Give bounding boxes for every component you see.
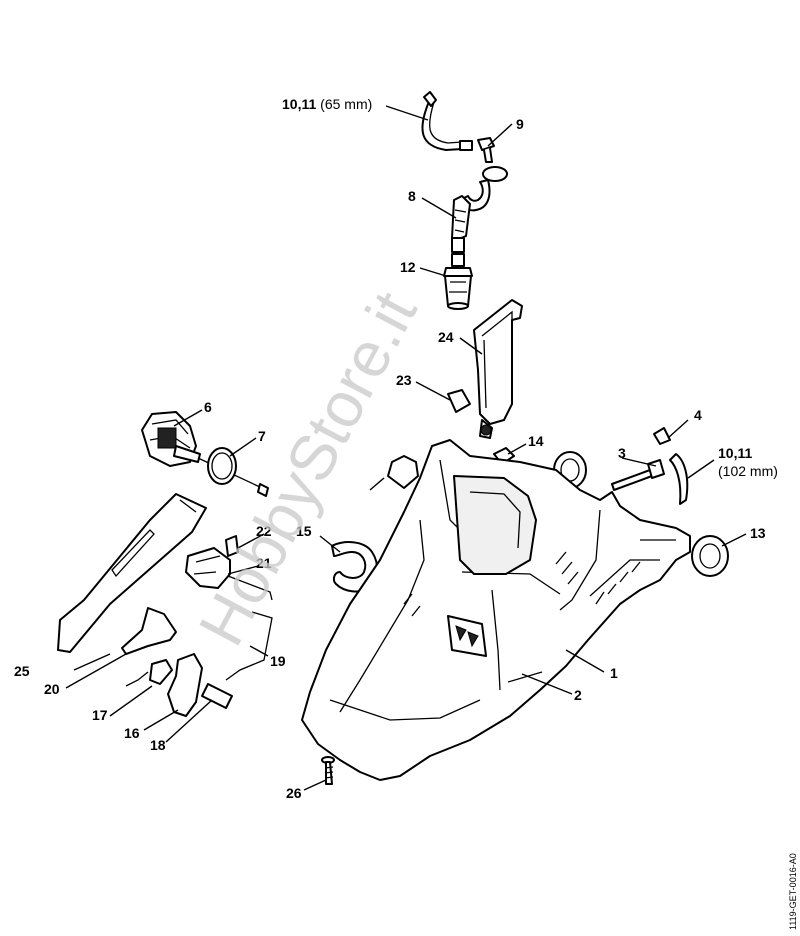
callout-25: 25 bbox=[14, 663, 30, 679]
fuel-filter bbox=[443, 253, 473, 310]
drawing-code: 1119-GET-0016-A0 bbox=[788, 853, 798, 930]
callout-10-11-right-length: (102 mm) bbox=[718, 463, 778, 479]
callout-12: 12 bbox=[400, 259, 416, 275]
callout-24: 24 bbox=[438, 329, 454, 345]
leader-lines bbox=[65, 105, 747, 791]
callout-3: 3 bbox=[618, 445, 626, 461]
callout-22: 22 bbox=[256, 523, 272, 539]
vent-bracket bbox=[447, 299, 523, 439]
callout-17: 17 bbox=[92, 707, 108, 723]
callout-labels: 10,11 (65 mm) 9 8 12 24 23 6 7 14 3 4 10… bbox=[14, 96, 778, 801]
fuel-hose-65mm bbox=[421, 91, 473, 151]
callout-8: 8 bbox=[408, 188, 416, 204]
callout-20: 20 bbox=[44, 681, 60, 697]
screw-26 bbox=[321, 756, 335, 785]
handle-molding bbox=[57, 493, 207, 653]
valve-assembly bbox=[141, 411, 269, 497]
callout-15: 15 bbox=[296, 523, 312, 539]
callout-9: 9 bbox=[516, 116, 524, 132]
callout-21: 21 bbox=[256, 555, 272, 571]
fitting bbox=[477, 137, 495, 163]
callout-10-11-top: 10,11 (65 mm) bbox=[282, 96, 372, 112]
callout-13: 13 bbox=[750, 525, 766, 541]
callout-14: 14 bbox=[528, 433, 544, 449]
fuel-hose-102mm bbox=[653, 427, 689, 505]
callout-10-11-right: 10,11 bbox=[718, 445, 752, 461]
callout-2: 2 bbox=[574, 687, 582, 703]
callout-1: 1 bbox=[610, 665, 618, 681]
tank-housing bbox=[301, 439, 691, 781]
callout-16: 16 bbox=[124, 725, 140, 741]
callout-26: 26 bbox=[286, 785, 302, 801]
screw bbox=[611, 459, 665, 491]
callout-6: 6 bbox=[204, 399, 212, 415]
callout-23: 23 bbox=[396, 372, 412, 388]
filler-cap-knob bbox=[387, 455, 419, 489]
throttle-trigger-parts bbox=[121, 535, 273, 717]
callout-7: 7 bbox=[258, 428, 266, 444]
callout-4: 4 bbox=[694, 407, 702, 423]
pickup-hose bbox=[451, 166, 508, 253]
retainer bbox=[331, 541, 378, 593]
callout-18: 18 bbox=[150, 737, 166, 753]
callout-19: 19 bbox=[270, 653, 286, 669]
